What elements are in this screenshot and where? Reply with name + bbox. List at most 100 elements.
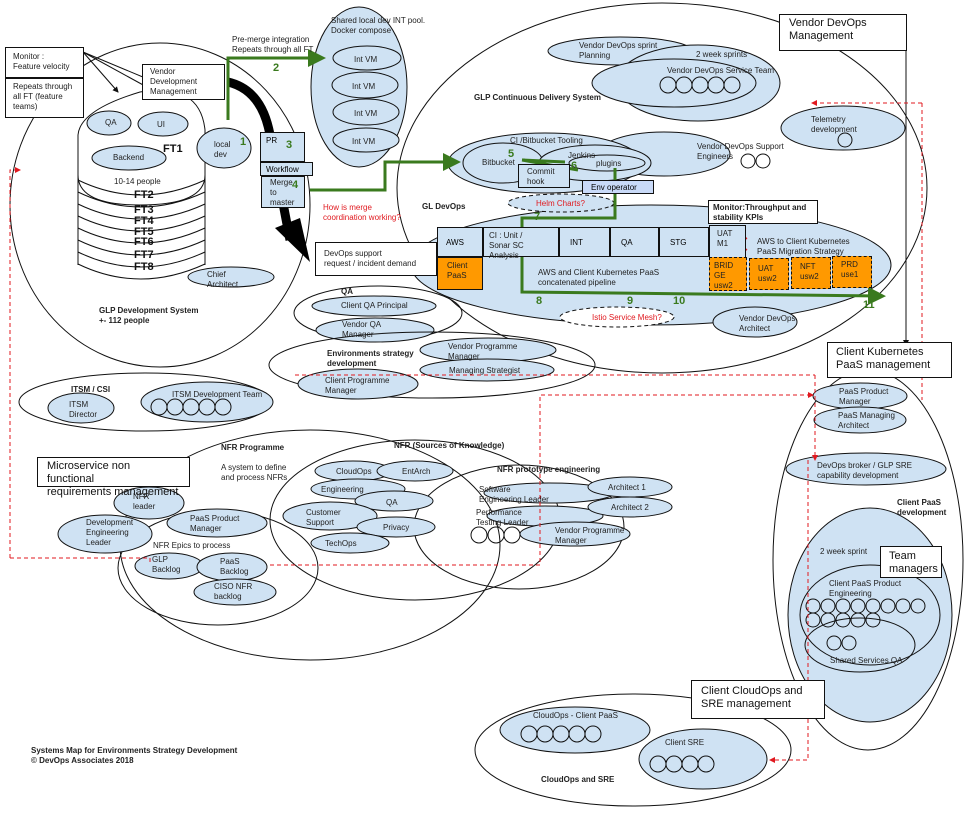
shared-services-qa: Shared Services QA [830, 656, 903, 665]
source-engineering: Engineering [321, 485, 364, 494]
architect-1: Architect 1 [608, 483, 646, 492]
source-privacy: Privacy [383, 523, 410, 532]
stage-qa: QA [610, 227, 659, 257]
ft4: FT4 [134, 215, 154, 227]
local-dev-label: local dev [214, 140, 231, 159]
cloudops-sre-management: Client CloudOps and SRE management [691, 680, 825, 719]
devops-support-box: DevOps support request / incident demand [315, 242, 437, 276]
ft3: FT3 [134, 204, 154, 216]
cloudops-client-paas: CloudOps - Client PaaS [533, 711, 618, 720]
nfr-prototype-title: NFR prototype engineering [497, 465, 601, 474]
istio-question: Istio Service Mesh? [592, 313, 662, 322]
step-2: 2 [273, 62, 280, 74]
int-pool-title: Shared local dev INT pool. Docker compos… [331, 16, 426, 35]
env-prd: PRD use1 [832, 256, 872, 288]
two-week-sprint: 2 week sprint [820, 547, 868, 556]
int-vm-2: Int VM [352, 82, 376, 91]
dev-engineering-leader: Development Engineering Leader [86, 518, 134, 547]
stage-ci: CI : Unit / Sonar SC Analysis [483, 227, 559, 260]
source-techops: TechOps [325, 539, 357, 548]
source-customer-support: Customer Support [306, 508, 341, 527]
workflow-box: Workflow [260, 162, 313, 176]
qa-group-title: QA [341, 287, 353, 296]
step-11: 11 [863, 299, 875, 311]
chief-architect [187, 266, 275, 288]
ci-tooling: CI /Bitbucket Tooling [510, 136, 583, 145]
ft1-ui-label: UI [157, 120, 165, 129]
client-programme-manager: Client Programme Manager [325, 376, 390, 395]
vendor-devops-architect: Vendor DevOps Architect [739, 314, 796, 333]
step-10: 10 [673, 295, 686, 307]
bitbucket: Bitbucket [482, 158, 515, 167]
pr-label: PR [266, 136, 278, 145]
nfr-epics-title: NFR Epics to process [153, 541, 231, 550]
ft1-backend [91, 145, 167, 171]
nfr-programme-title: NFR Programme [221, 443, 285, 452]
step-1: 1 [240, 136, 247, 148]
managing-strategist: Managing Strategist [449, 366, 521, 375]
vendor-dev-management: Vendor Development Management [142, 64, 225, 100]
helm-question: Helm Charts? [536, 199, 585, 208]
source-cloudops: CloudOps [336, 467, 372, 476]
vendor-devops-management: Vendor DevOps Management [779, 14, 907, 51]
chief-architect-label: Chief Architect [207, 270, 239, 289]
devops-broker: DevOps broker / GLP SRE capability devel… [817, 461, 912, 480]
monitor-repeats: Repeats through all FT (feature teams) [5, 78, 84, 118]
dev-system-title: GLP Development System [99, 306, 199, 315]
env-nft: NFT usw2 [791, 257, 831, 289]
merge-question: How is merge coordination working? [323, 203, 401, 222]
service-team: Vendor DevOps Service Team [667, 66, 775, 75]
int-vm-1: Int VM [354, 55, 378, 64]
nfr-leader: NFR leader [133, 492, 156, 511]
step-3: 3 [286, 139, 293, 151]
dev-system-people: +- 112 people [99, 316, 150, 325]
stage-uat-m1: UAT M1 [709, 225, 746, 258]
vendor-programme-manager: Vendor Programme Manager [448, 342, 518, 361]
cloudops-title: CloudOps and SRE [541, 775, 615, 784]
step-8: 8 [536, 295, 543, 307]
step-7: 7 [534, 211, 541, 223]
nfr-paas-product-manager: PaaS Product Manager [190, 514, 240, 533]
ft1-backend-label: Backend [113, 153, 145, 162]
glp-backlog: GLP Backlog [152, 555, 181, 574]
env-bridge: BRID GE usw2 [709, 257, 747, 291]
paas-backlog: PaaS Backlog [220, 557, 249, 576]
ft1-ui [137, 111, 189, 137]
ft6: FT6 [134, 236, 154, 248]
plugins: plugins [596, 159, 622, 168]
paas-product-manager: PaaS Product Manager [839, 387, 889, 406]
commit-hook: Commit hook [518, 164, 570, 188]
itsm-dev-team: ITSM Development Team [172, 390, 263, 399]
ft1-label: FT1 [163, 143, 183, 155]
step-6: 6 [571, 160, 578, 172]
two-week-sprints: 2 week sprints [696, 50, 748, 59]
pr-box: PR [260, 132, 305, 162]
ft1-qa [86, 110, 132, 136]
merge-box: Merge to master [261, 176, 305, 208]
int-vm-3: Int VM [354, 109, 378, 118]
client-paas-engineering: Client PaaS Product Engineering [829, 579, 902, 598]
ft1-qa-label: QA [105, 118, 117, 127]
env-uat: UAT usw2 [749, 258, 789, 290]
step-4: 4 [292, 179, 299, 191]
stage-int: INT [559, 227, 610, 257]
nfr-management: Microservice non functional requirements… [37, 457, 190, 498]
ciso-nfr-backlog: CISO NFR backlog [214, 582, 253, 601]
ft1-size: 10-14 people [114, 177, 161, 186]
step-5: 5 [508, 148, 515, 160]
client-sre: Client SRE [665, 738, 705, 747]
diagram-title: Systems Map for Environments Strategy De… [31, 746, 238, 755]
env-strategy-title: Environments strategy development [327, 349, 414, 368]
support-engineers: Vendor DevOps Support Engineers [697, 142, 784, 161]
local-dev [196, 127, 252, 169]
source-entarch: EntArch [402, 467, 431, 476]
nfr-sources-title: NFR (Sources of Knowledge) [394, 441, 505, 450]
env-operator: Env operator [582, 180, 654, 194]
ft8: FT8 [134, 261, 154, 273]
paas-managing-architect: PaaS Managing Architect [838, 411, 895, 430]
nfr-vendor-programme-manager: Vendor Programme Manager [555, 526, 625, 545]
step-9: 9 [627, 295, 634, 307]
ft7: FT7 [134, 249, 154, 261]
ft5: FT5 [134, 226, 154, 238]
